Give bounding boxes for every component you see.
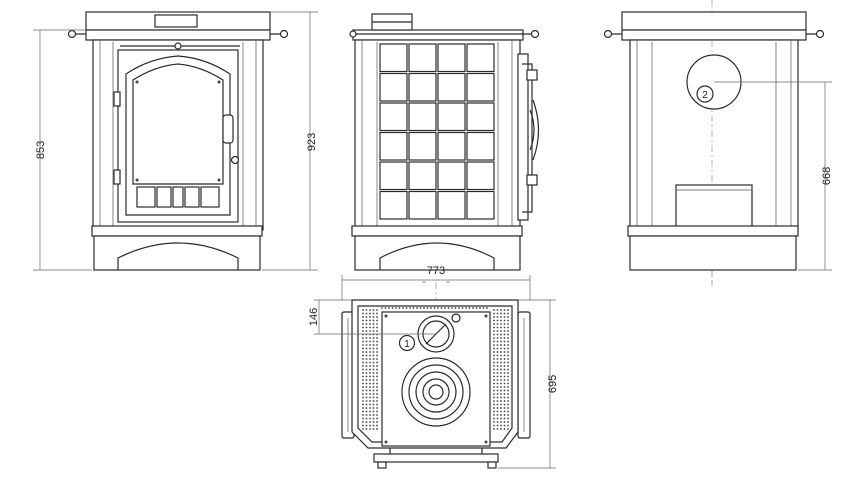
side-tile [466,102,495,132]
side-tile [408,131,437,161]
side-tile [466,72,495,102]
front-view [67,11,289,271]
front-height-label: 853 [35,141,47,159]
side-height-dimension: 923 [262,11,318,271]
side-base-ledge [351,225,523,237]
side-tile [466,161,495,191]
side-tile [437,102,466,132]
side-tile [466,190,495,220]
side-tile [379,131,408,161]
side-tile [379,72,408,102]
side-tile [408,102,437,132]
front-door [125,55,231,216]
rear-flue-callout [696,85,714,103]
side-tile [437,131,466,161]
top-width-label: 773 [427,265,445,277]
top-flue-callout [398,334,416,352]
side-tile [379,190,408,220]
side-tile-grid [379,43,495,220]
side-tile [466,43,495,73]
top-depth-label: 695 [547,375,559,393]
side-tile [408,43,437,73]
side-tile [408,161,437,191]
top-tile-dots [362,307,509,430]
side-view [349,13,540,271]
side-tile [437,161,466,191]
side-tile [408,190,437,220]
rear-flue-height-dimension: 668 [798,82,833,271]
rear-flue-height-label: 668 [821,167,833,185]
side-tile [379,161,408,191]
rear-flue-callout-label: 2 [702,90,708,101]
front-plinth [93,235,261,271]
side-height-label: 923 [306,133,318,151]
side-tile [466,131,495,161]
top-depth-dimension: 695 [498,299,559,469]
rear-base-ledge [627,225,799,237]
top-door-edge [373,453,499,463]
side-tile [437,72,466,102]
top-flue-callout-label: 1 [404,339,410,350]
side-tile [437,190,466,220]
top-view: 773 1 [314,265,531,469]
side-tile [379,102,408,132]
front-door-glass [132,63,224,185]
rear-access-panel [675,184,753,228]
side-tile [408,72,437,102]
front-door-handle [222,114,234,144]
side-tile [437,43,466,73]
rear-view: 2 [603,0,832,286]
top-offset-label: 146 [308,308,320,326]
top-hotplate [401,357,471,427]
front-flue-cap [154,14,198,28]
side-cooktop [352,29,524,41]
side-tile [379,43,408,73]
side-door-profile [517,53,529,221]
rear-plinth [629,235,797,271]
front-base-ledge [91,225,263,237]
top-offset-dimension: 146 [308,299,352,334]
side-plinth [354,235,521,271]
rear-cooktop [621,11,807,31]
front-height-dimension: 853 [33,29,92,271]
